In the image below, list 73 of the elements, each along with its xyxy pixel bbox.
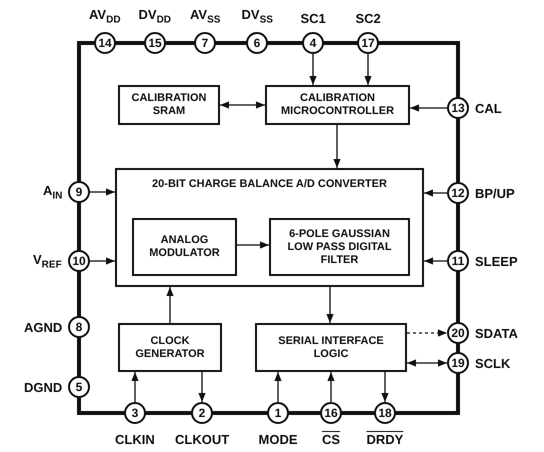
pin-label: SCLK	[475, 356, 510, 370]
block-label: 20-BIT CHARGE BALANCE A/D CONVERTER	[151, 178, 388, 191]
clock-block	[118, 323, 222, 372]
block-label: CLOCK GENERATOR	[134, 334, 206, 360]
arrow	[424, 189, 447, 197]
arrow	[407, 329, 447, 337]
memory-block	[118, 85, 220, 125]
pin-circle: 10	[68, 250, 90, 272]
pin-label: BP/UP	[475, 186, 515, 200]
pin-circle: 13	[447, 97, 469, 119]
interface-block	[255, 323, 407, 372]
pin-circle: 19	[447, 352, 469, 374]
pin-circle: 5	[68, 376, 90, 398]
pin-circle: 2	[191, 402, 213, 424]
arrow	[90, 257, 115, 265]
block-label: 6-POLE GAUSSIAN LOW PASS DIGITAL FILTER	[286, 228, 393, 266]
pin-circle: 20	[447, 322, 469, 344]
pin-circle: 15	[144, 32, 166, 54]
pin-circle: 18	[374, 402, 396, 424]
pin-label: DV$_{SS}$	[242, 7, 273, 26]
pin-circle: 11	[447, 250, 469, 272]
block-label: CALIBRATION SRAM	[130, 92, 208, 118]
arrow	[424, 257, 447, 265]
block-label: ANALOG MODULATOR	[148, 234, 221, 260]
modulator-block	[132, 218, 237, 276]
pin-circle: 7	[194, 32, 216, 54]
pin-label: V$_{REF}$	[33, 252, 62, 270]
arrow	[237, 241, 269, 249]
pin-label: A$_{IN}$	[43, 182, 62, 202]
pin-label: MODE	[258, 432, 298, 447]
pin-circle: 9	[68, 181, 90, 203]
pin-circle: 6	[246, 32, 268, 54]
arrow	[166, 287, 174, 323]
pin-circle: 16	[320, 402, 342, 424]
arrow	[90, 188, 115, 196]
filter-block	[269, 218, 410, 276]
pin-circle: 17	[357, 32, 379, 54]
controller-block	[265, 85, 410, 125]
pin-label: CLKIN	[115, 432, 155, 447]
pin-label: SDATA	[475, 326, 518, 340]
pin-label: SC2	[356, 11, 381, 26]
arrow	[333, 125, 341, 168]
pin-label: CS	[322, 432, 340, 447]
arrow	[220, 101, 265, 109]
arrow	[381, 372, 389, 402]
arrow	[326, 287, 334, 323]
arrow	[274, 372, 282, 402]
pin-circle: 3	[124, 402, 146, 424]
arrow	[198, 372, 206, 402]
pin-label: SC1	[300, 11, 326, 26]
pin-label: CLKOUT	[175, 432, 230, 447]
arrow	[364, 54, 372, 85]
pin-circle: 4	[302, 32, 324, 54]
arrow	[309, 54, 317, 85]
block-label: CALIBRATION MICROCONTROLLER	[280, 92, 396, 118]
pin-circle: 1	[267, 402, 289, 424]
pin-label: AGND	[24, 320, 62, 334]
arrow	[131, 372, 139, 402]
block-label: SERIAL INTERFACE LOGIC	[277, 334, 385, 360]
converter-block	[115, 168, 424, 287]
pin-label: SLEEP	[475, 254, 518, 268]
pin-label: DGND	[24, 380, 62, 394]
arrow	[410, 104, 447, 112]
pin-label: CAL	[475, 100, 502, 116]
pin-circle: 8	[68, 316, 90, 338]
pin-label: AV$_{DD}$	[89, 7, 121, 26]
pin-circle: 12	[447, 182, 469, 204]
arrow	[327, 372, 335, 402]
pin-circle: 14	[94, 32, 116, 54]
pin-label: AV$_{SS}$	[190, 7, 220, 26]
arrow	[407, 359, 447, 367]
pin-label: DV$_{DD}$	[138, 7, 172, 26]
pin-label: DRDY	[366, 432, 404, 447]
